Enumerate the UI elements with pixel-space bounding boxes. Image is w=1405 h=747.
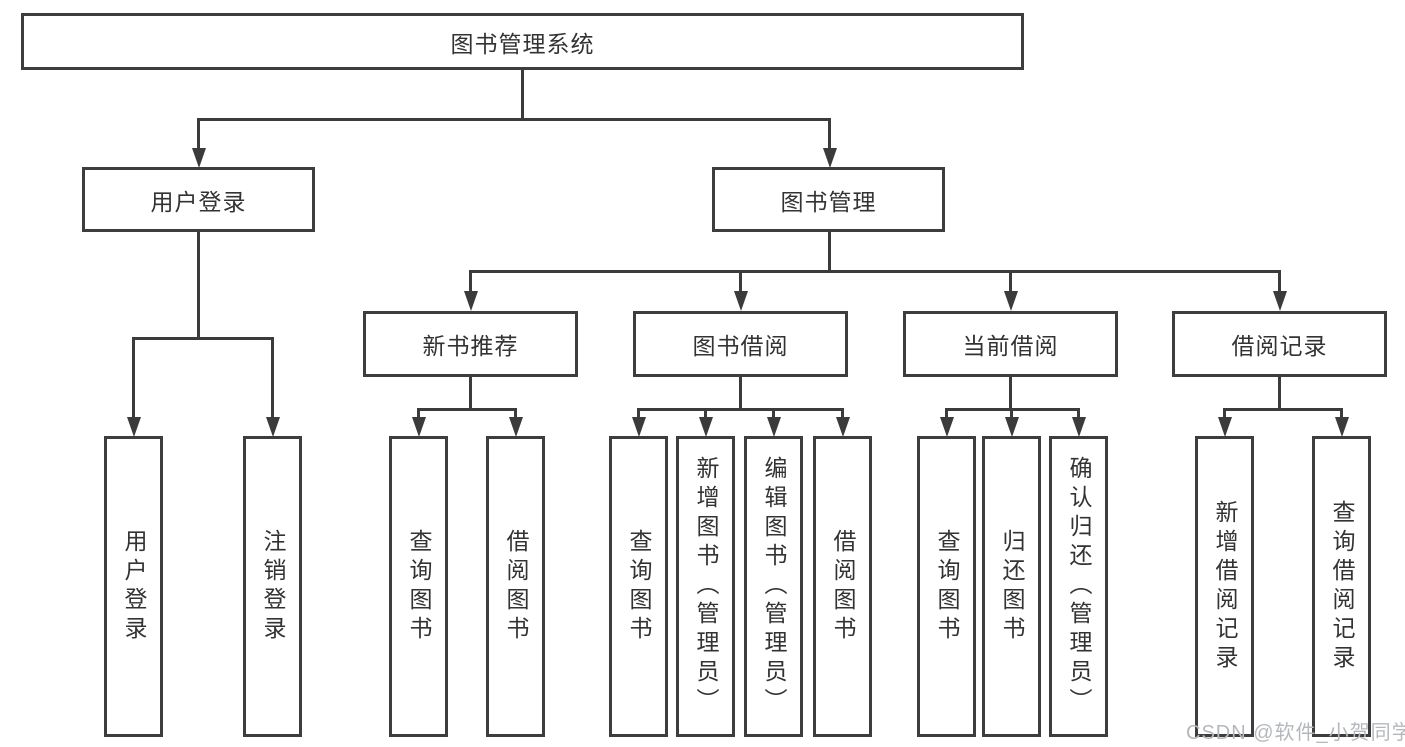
arrow-down-icon — [127, 417, 141, 437]
connector-line — [1010, 408, 1013, 418]
connector-line — [1278, 377, 1281, 408]
node-book-borrow: 图书借阅 — [633, 311, 848, 377]
node-label: 图书管理系统 — [450, 30, 595, 57]
leaf-label: 确认归还（管理员） — [1066, 456, 1092, 717]
leaf-borrow-books: 借阅图书 — [813, 436, 872, 737]
arrow-down-icon — [1218, 417, 1232, 437]
arrow-down-icon — [1273, 291, 1287, 311]
arrow-down-icon — [1005, 417, 1019, 437]
connector-line — [828, 118, 831, 149]
node-label: 图书借阅 — [692, 333, 789, 359]
leaf-label: 借阅图书 — [503, 528, 529, 645]
connector-line — [1278, 270, 1281, 292]
arrow-down-icon — [192, 148, 206, 168]
connector-line — [469, 377, 472, 408]
connector-line — [637, 408, 640, 418]
node-label: 借阅记录 — [1231, 333, 1328, 359]
connector-line — [469, 270, 1281, 273]
arrow-down-icon — [266, 417, 280, 437]
leaf-return-books: 归还图书 — [982, 436, 1041, 737]
connector-line — [132, 337, 135, 417]
arrow-down-icon — [509, 417, 523, 437]
node-new-book-recommend: 新书推荐 — [363, 311, 578, 377]
connector-line — [197, 118, 200, 149]
leaf-label: 查询图书 — [934, 528, 960, 645]
leaf-label: 编辑图书（管理员） — [761, 456, 787, 717]
leaf-current-query-books: 查询图书 — [917, 436, 976, 737]
leaf-edit-books-admin: 编辑图书（管理员） — [744, 436, 803, 737]
arrow-down-icon — [412, 417, 426, 437]
connector-line — [1340, 408, 1343, 418]
node-label: 图书管理 — [780, 188, 877, 215]
connector-line — [704, 408, 707, 418]
arrow-down-icon — [836, 417, 850, 437]
leaf-label: 用户登录 — [121, 528, 147, 645]
connector-line — [197, 232, 200, 337]
arrow-down-icon — [1072, 417, 1086, 437]
leaf-borrow-query-books: 查询图书 — [609, 436, 668, 737]
leaf-label: 新增图书（管理员） — [693, 456, 719, 717]
node-label: 用户登录 — [150, 188, 247, 215]
arrow-down-icon — [940, 417, 954, 437]
connector-line — [417, 408, 420, 418]
leaf-add-borrow-record: 新增借阅记录 — [1195, 436, 1254, 737]
leaf-recommend-borrow-books: 借阅图书 — [486, 436, 545, 737]
arrow-down-icon — [1004, 291, 1018, 311]
leaf-recommend-query-books: 查询图书 — [389, 436, 448, 737]
arrow-down-icon — [823, 148, 837, 168]
connector-line — [739, 270, 742, 292]
connector-line — [417, 408, 517, 411]
arrow-down-icon — [734, 291, 748, 311]
leaf-label: 借阅图书 — [830, 528, 856, 645]
connector-line — [514, 408, 517, 418]
csdn-watermark: CSDN @软件_小贺同学 — [1186, 722, 1405, 744]
connector-line — [271, 337, 274, 417]
connector-line — [197, 118, 831, 121]
connector-line — [1223, 408, 1343, 411]
connector-line — [772, 408, 775, 418]
node-book-management-branch: 图书管理 — [712, 167, 945, 232]
node-label: 新书推荐 — [422, 333, 519, 359]
connector-line — [945, 408, 948, 418]
connector-line — [739, 377, 742, 408]
node-user-login-branch: 用户登录 — [82, 167, 315, 232]
connector-line — [841, 408, 844, 418]
leaf-confirm-return-admin: 确认归还（管理员） — [1049, 436, 1108, 737]
leaf-label: 查询图书 — [626, 528, 652, 645]
leaf-add-books-admin: 新增图书（管理员） — [676, 436, 735, 737]
connector-line — [132, 337, 274, 340]
node-borrow-records: 借阅记录 — [1172, 311, 1387, 377]
connector-line — [1223, 408, 1226, 418]
arrow-down-icon — [1335, 417, 1349, 437]
arrow-down-icon — [767, 417, 781, 437]
connector-line — [521, 70, 524, 118]
arrow-down-icon — [632, 417, 646, 437]
node-current-borrow: 当前借阅 — [903, 311, 1118, 377]
node-root: 图书管理系统 — [21, 13, 1024, 70]
leaf-label: 查询借阅记录 — [1329, 499, 1355, 674]
arrow-down-icon — [464, 291, 478, 311]
connector-line — [1009, 270, 1012, 292]
leaf-user-login: 用户登录 — [104, 436, 163, 737]
connector-line — [1009, 377, 1012, 408]
arrow-down-icon — [699, 417, 713, 437]
leaf-label: 新增借阅记录 — [1212, 499, 1238, 674]
leaf-label: 查询图书 — [406, 528, 432, 645]
connector-line — [469, 270, 472, 292]
node-label: 当前借阅 — [962, 333, 1059, 359]
connector-line — [1077, 408, 1080, 418]
leaf-label: 归还图书 — [999, 528, 1025, 645]
leaf-query-borrow-record: 查询借阅记录 — [1312, 436, 1371, 737]
leaf-logout: 注销登录 — [243, 436, 302, 737]
connector-line — [828, 232, 831, 270]
connector-line — [637, 408, 844, 411]
leaf-label: 注销登录 — [260, 528, 286, 645]
